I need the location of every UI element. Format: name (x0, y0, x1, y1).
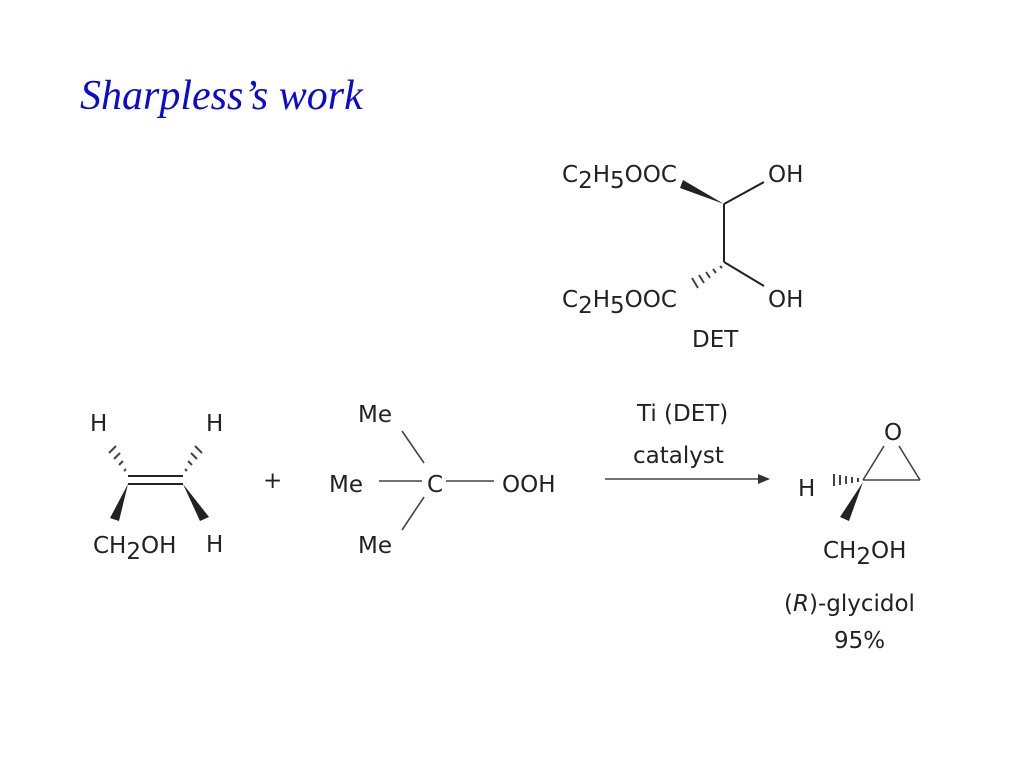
epoxide-oxygen-label: O (884, 420, 902, 446)
tbhp-me-bottom: Me (358, 533, 392, 559)
epoxide-bond-o-c2 (898, 445, 921, 481)
reaction-arrow: Ti (DET) catalyst (605, 401, 770, 484)
allyl-hashed-bond-right (184, 445, 203, 472)
tbhp-me-left: Me (329, 472, 363, 498)
tbhp-ooh-label: OOH (502, 472, 556, 498)
tbhp-structure: Me Me Me C OOH (329, 402, 556, 559)
product-h-label: H (798, 476, 815, 502)
product-yield: 95% (834, 628, 885, 654)
det-wedge-bond (680, 180, 724, 204)
det-top-hydroxyl-label: OH (768, 162, 803, 188)
det-bottom-hydroxyl-label: OH (768, 287, 803, 313)
det-top-ester-label: C2H5OOC (562, 162, 677, 194)
tbhp-me-top: Me (358, 402, 392, 428)
arrow-head (758, 474, 770, 484)
allyl-h-bottom-right: H (206, 532, 223, 558)
allyl-ch2oh-label: CH2OH (93, 533, 176, 565)
product-wedge-bond (840, 482, 863, 521)
product-hashed-bond (833, 474, 859, 486)
allyl-wedge-bond-left (110, 484, 128, 521)
tbhp-bond-bottom (401, 496, 425, 531)
plus-sign: + (263, 468, 282, 494)
epoxide-bond-c1-o (862, 445, 885, 481)
slide-title: Sharpless’s work (80, 73, 363, 119)
allyl-h-top-left: H (90, 411, 107, 437)
det-bottom-ester-label: C2H5OOC (562, 287, 677, 319)
det-label: DET (692, 327, 739, 353)
arrow-reagent-label: Ti (DET) (636, 401, 728, 427)
det-bond-bottom-oh (723, 261, 765, 287)
allyl-wedge-bond-right (183, 484, 209, 521)
product-name: (R)-glycidol (784, 591, 915, 617)
allyl-h-top-right: H (206, 411, 223, 437)
allyl-hashed-bond-left (108, 445, 127, 472)
det-hashed-bond (691, 265, 723, 289)
det-bond-top-oh (723, 181, 765, 205)
arrow-catalyst-label: catalyst (633, 443, 724, 469)
allyl-alcohol-structure: H H H CH2OH (90, 411, 223, 565)
glycidol-structure: O H CH2OH (R)-glycidol 95% (784, 420, 921, 654)
tbhp-bond-top (401, 430, 425, 464)
det-structure: C2H5OOC OH C2H5OOC OH DET (562, 162, 803, 353)
tbhp-central-carbon: C (427, 472, 443, 498)
product-ch2oh-label: CH2OH (823, 538, 906, 570)
